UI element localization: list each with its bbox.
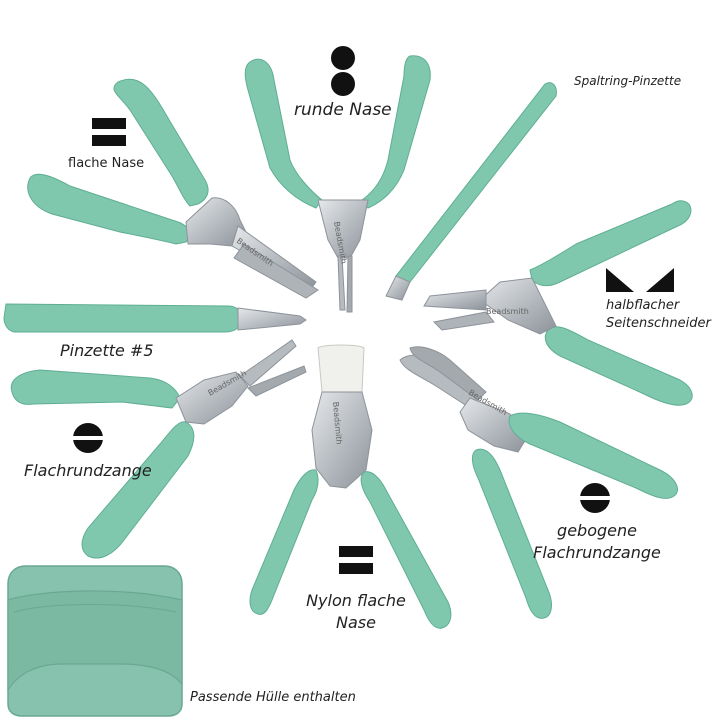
label-flat-round: Flachrundzange — [24, 461, 152, 480]
label-bent-flat-round-line-2: Flachrundzange — [533, 543, 661, 562]
label-nylon-flat-nose: Nylon flache Nase — [286, 590, 426, 634]
label-side-cutter-line-1: halbflacher — [606, 298, 680, 313]
label-split-ring-tweezers: Spaltring-Pinzette — [574, 74, 682, 88]
tweezers-5 — [3, 303, 307, 333]
label-flat-nose: flache Nase — [68, 156, 145, 171]
round-nose-pliers: Beadsmith — [244, 55, 431, 313]
svg-text:Beadsmith: Beadsmith — [331, 401, 344, 444]
label-bent-flat-round: gebogene Flachrundzange — [522, 520, 672, 564]
round-nose-symbol — [331, 46, 355, 96]
label-nylon-flat-nose-line-2: Nase — [336, 613, 376, 632]
label-pouch: Passende Hülle enthalten — [190, 690, 356, 705]
bent-flat-round-symbol — [580, 483, 610, 513]
svg-text:Beadsmith: Beadsmith — [486, 307, 529, 316]
nylon-flat-nose-pliers: Beadsmith — [249, 344, 452, 629]
label-nylon-flat-nose-line-1: Nylon flache — [306, 591, 406, 610]
bent-flat-round-pliers: Beadsmith — [399, 346, 678, 619]
split-ring-tweezers — [385, 82, 557, 301]
flat-nose-pliers: Beadsmith — [27, 78, 319, 299]
label-bent-flat-round-line-1: gebogene — [557, 521, 637, 540]
flat-round-pliers: Beadsmith — [10, 339, 307, 559]
label-round-nose: runde Nase — [294, 100, 392, 120]
flat-round-symbol — [73, 423, 103, 453]
side-cutter: Beadsmith — [423, 200, 693, 406]
nylon-flat-symbol — [339, 546, 373, 576]
flat-nose-symbol — [92, 118, 126, 148]
storage-pouch — [7, 565, 183, 717]
label-side-cutter: halbflacher Seitenschneider — [606, 297, 711, 333]
label-side-cutter-line-2: Seitenschneider — [606, 316, 711, 331]
label-tweezers-5: Pinzette #5 — [60, 341, 154, 360]
side-cutter-symbol — [606, 268, 674, 292]
